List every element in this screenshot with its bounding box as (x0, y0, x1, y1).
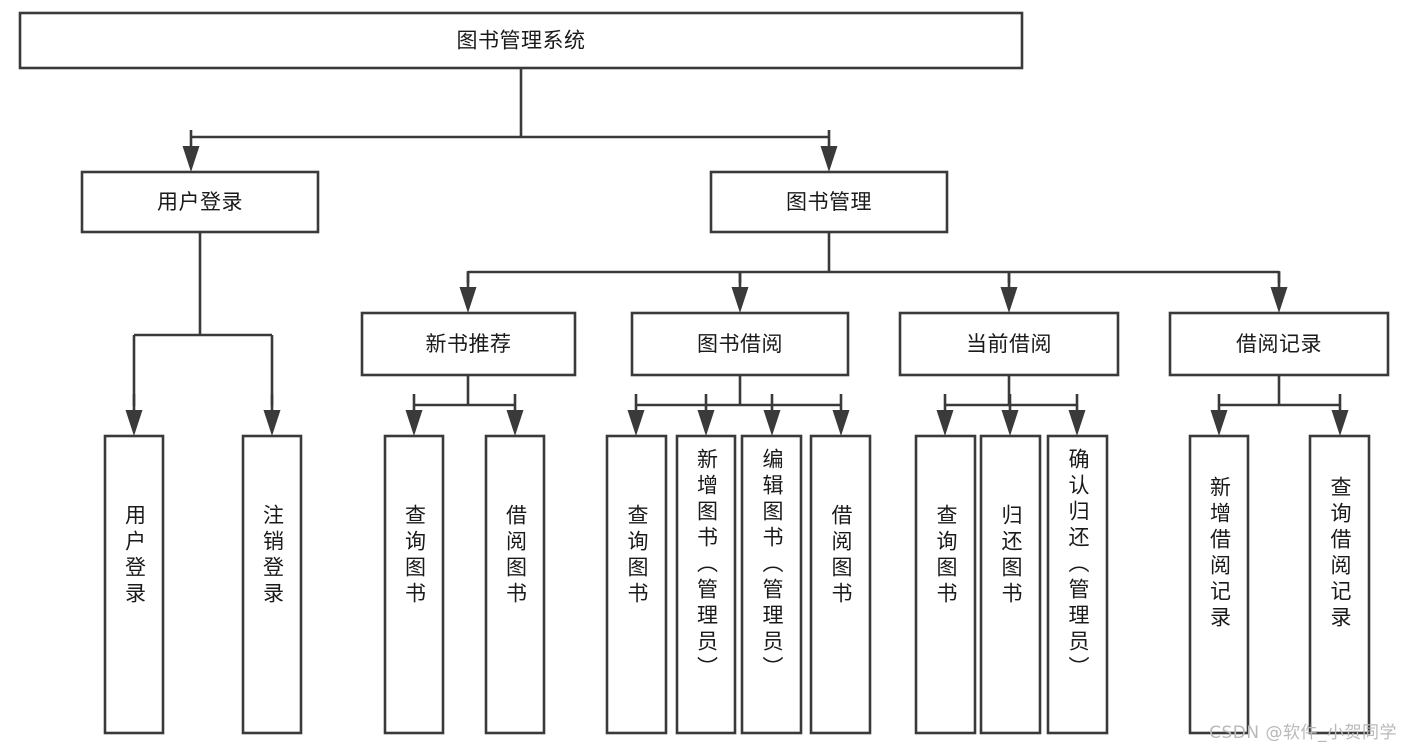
arrow-to-leaf (763, 410, 781, 436)
level1-node-box-0[interactable] (80, 170, 320, 234)
arrow-to-leaf (936, 410, 954, 436)
leaf-node-box-2[interactable] (383, 434, 445, 735)
arrow-to-level2 (731, 287, 749, 313)
leaf-node-box-12[interactable] (1308, 434, 1371, 735)
arrow-to-level2 (459, 287, 477, 313)
arrow-to-level2 (1270, 287, 1288, 313)
level1-node-label-0: 用户登录 (157, 190, 243, 214)
arrow-to-leaf (627, 410, 645, 436)
level1-node-label-1: 图书管理 (786, 190, 872, 214)
level2-node-box-0[interactable] (360, 311, 577, 377)
connector-layer (125, 68, 1349, 436)
arrow-to-level2 (1000, 287, 1018, 313)
leaf-node-box-7[interactable] (809, 434, 872, 735)
leaf-node-box-4[interactable] (605, 434, 668, 735)
arrow-to-leaf (263, 410, 281, 436)
leaf-node-box-9[interactable] (979, 434, 1042, 735)
arrow-to-leaf (506, 410, 524, 436)
level2-node-label-3: 借阅记录 (1236, 332, 1322, 356)
leaf-node-box-11[interactable] (1188, 434, 1250, 735)
level2-node-box-2[interactable] (898, 311, 1120, 377)
level1-node-box-1[interactable] (709, 170, 949, 234)
arrow-to-leaf (832, 410, 850, 436)
arrow-to-leaf (1210, 410, 1228, 436)
leaf-node-box-5[interactable] (675, 434, 737, 735)
leaf-node-box-1[interactable] (241, 434, 303, 735)
arrow-to-level1 (182, 146, 200, 172)
level2-node-label-1: 图书借阅 (697, 332, 783, 356)
level2-node-box-3[interactable] (1168, 311, 1390, 377)
root-node-label: 图书管理系统 (457, 29, 586, 53)
leaf-node-box-8[interactable] (914, 434, 977, 735)
leaf-node-box-3[interactable] (484, 434, 546, 735)
level2-node-label-0: 新书推荐 (426, 332, 512, 356)
box-layer (18, 11, 1390, 735)
level2-node-label-2: 当前借阅 (966, 332, 1052, 356)
level2-node-box-1[interactable] (630, 311, 850, 377)
leaf-node-box-0[interactable] (103, 434, 165, 735)
arrow-to-leaf (125, 410, 143, 436)
arrow-to-leaf (697, 410, 715, 436)
leaf-node-box-10[interactable] (1046, 434, 1109, 735)
arrow-to-leaf (405, 410, 423, 436)
arrow-to-level1 (820, 146, 838, 172)
arrow-to-leaf (1331, 410, 1349, 436)
root-node-box[interactable] (18, 11, 1024, 70)
arrow-to-leaf (1001, 410, 1019, 436)
arrow-to-leaf (1068, 410, 1086, 436)
leaf-node-box-6[interactable] (740, 434, 803, 735)
